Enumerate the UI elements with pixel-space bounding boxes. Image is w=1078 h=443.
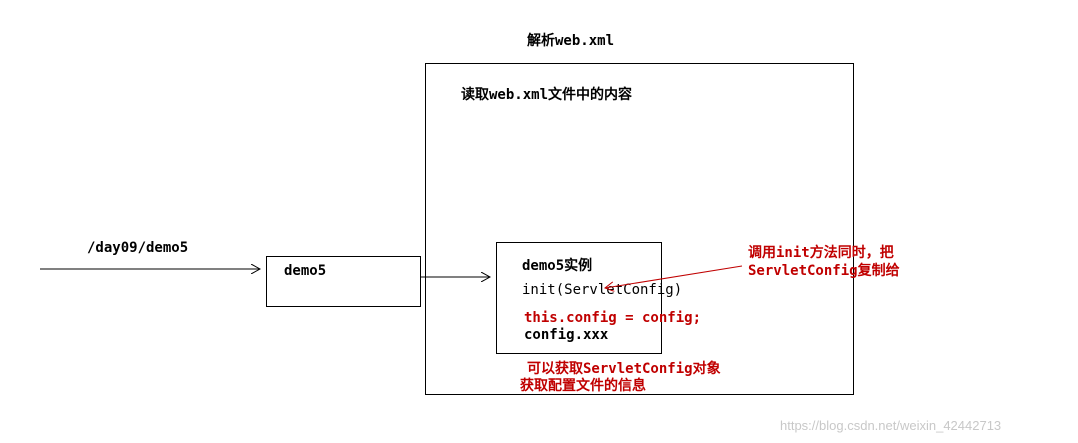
watermark-text: https://blog.csdn.net/weixin_42442713: [780, 418, 1002, 433]
below-note-line-2: 获取配置文件的信息: [520, 378, 646, 394]
request-path-label: /day09/demo5: [87, 240, 189, 256]
demo5-instance-box: [496, 242, 662, 354]
demo5-box: [266, 256, 421, 307]
demo5-box-label: demo5: [284, 263, 327, 279]
code-line-this-config: this.config = config;: [524, 310, 702, 326]
callout-line-2: ServletConfig复制给: [748, 263, 900, 279]
parse-web-xml-title: 解析web.xml: [527, 33, 615, 49]
web-xml-container-box: [425, 63, 854, 395]
code-line-config-xxx: config.xxx: [524, 327, 609, 343]
demo5-instance-title: demo5实例: [522, 258, 593, 274]
callout-line-1: 调用init方法同时，把: [748, 245, 894, 261]
read-web-xml-label: 读取web.xml文件中的内容: [461, 87, 633, 103]
init-method-label: init(ServletConfig): [522, 282, 683, 298]
below-note-line-1: 可以获取ServletConfig对象: [527, 361, 721, 377]
